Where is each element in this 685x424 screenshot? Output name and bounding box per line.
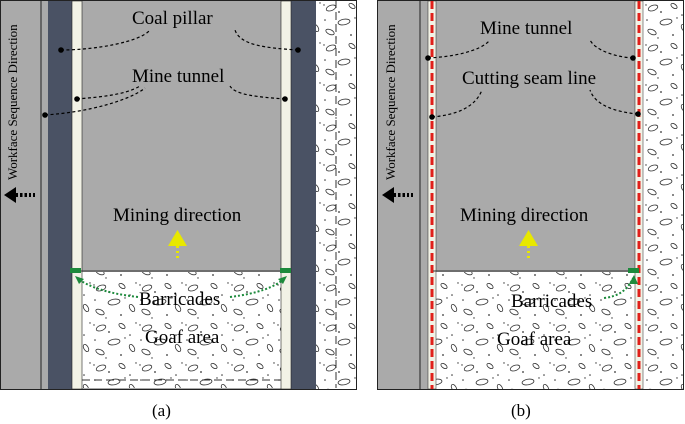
sequence-arrow — [4, 187, 35, 203]
panel-b: Workface Sequence Direction Mine tunnel … — [377, 0, 684, 390]
cutting-seam-leader-right — [589, 89, 639, 115]
goaf-area-label: Goaf area — [145, 327, 220, 348]
mining-direction-arrow-b — [519, 230, 538, 258]
mine-tunnel-marker — [282, 96, 288, 102]
mining-direction-label-b: Mining direction — [460, 205, 589, 226]
sequence-direction-label: Workface Sequence Direction — [5, 24, 20, 180]
panel-a-caption: (a) — [152, 401, 171, 420]
mine-tunnel-marker — [42, 112, 48, 118]
goaf-area-label-b: Goaf area — [497, 329, 572, 350]
coal-pillar-right — [291, 1, 316, 389]
barricades-label: Barricades — [139, 289, 220, 310]
mine-tunnel-leader-a — [76, 85, 141, 100]
mine-tunnel-label: Mine tunnel — [132, 66, 224, 87]
mine-tunnel-marker — [74, 96, 80, 102]
panel-a-frame — [0, 0, 357, 390]
barricade-arrow-left-head — [75, 276, 84, 284]
barricade-arrow-left — [76, 277, 139, 298]
mine-tunnel-leader-c — [229, 85, 286, 100]
mine-tunnel-leader-b-right — [589, 39, 634, 59]
sequence-arrow-b — [382, 187, 413, 203]
cutting-seam-marker — [429, 114, 435, 120]
mine-tunnel-marker-b — [630, 55, 636, 61]
barricade-right — [280, 268, 291, 273]
panel-b-goaf-side-strip — [642, 1, 683, 389]
sequence-direction-label-b: Workface Sequence Direction — [383, 24, 398, 180]
panel-b-goaf-area — [433, 272, 640, 389]
panel-b-caption: (b) — [511, 401, 531, 420]
mine-tunnel-label-b: Mine tunnel — [480, 18, 572, 39]
panel-a: Workface Sequence Direction Coal pillar … — [0, 0, 357, 390]
mine-tunnel-marker-b — [425, 55, 431, 61]
barricades-label-b: Barricades — [511, 291, 592, 312]
barricade-b — [628, 268, 639, 273]
mine-tunnel-leader-b — [44, 87, 146, 116]
coal-pillar-marker-left — [58, 47, 64, 53]
cutting-seam-line-label: Cutting seam line — [462, 68, 596, 89]
barricade-arrow-b-head — [629, 275, 638, 284]
mine-tunnel-right — [280, 0, 292, 390]
mining-direction-arrow — [168, 230, 187, 258]
mine-tunnel-leader-b-left — [427, 39, 491, 59]
mining-direction-label: Mining direction — [113, 205, 242, 226]
coal-pillar-label: Coal pillar — [132, 8, 213, 29]
barricade-left — [70, 268, 81, 273]
cutting-seam-leader-left — [431, 89, 483, 118]
barricade-arrow-right-head — [278, 276, 287, 284]
cutting-seam-marker — [635, 111, 641, 117]
panel-b-frame — [377, 0, 684, 390]
coal-pillar-marker-right — [295, 47, 301, 53]
mine-tunnel-left — [71, 0, 83, 390]
coal-pillar-left — [48, 1, 72, 389]
